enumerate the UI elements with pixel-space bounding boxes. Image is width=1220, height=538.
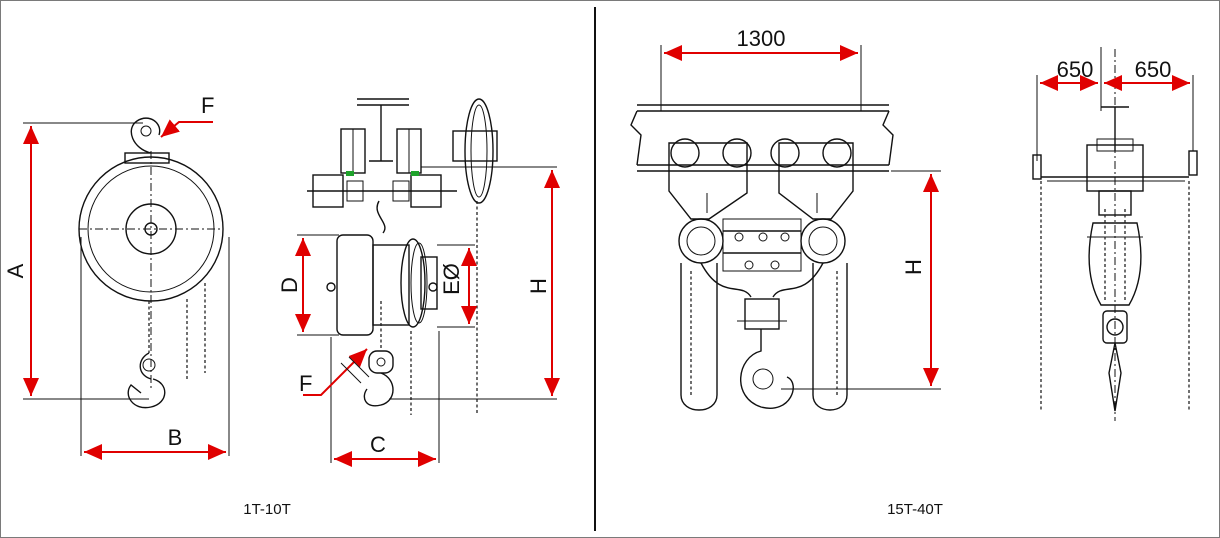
large-hoist-side-view (1032, 49, 1198, 421)
trolley-hoist-side-view (307, 98, 498, 463)
dimension-1300-label: 1300 (737, 26, 786, 51)
dimension-650-left-label: 650 (1057, 57, 1094, 82)
dimension-f-bottom-label: F (299, 371, 312, 396)
dimension-f-bottom-leader (303, 348, 368, 396)
dimension-e-label: EØ (439, 263, 464, 295)
dimension-c-label: C (370, 432, 386, 457)
dimension-h-left-label: H (526, 278, 551, 294)
large-hoist-front-view (630, 104, 894, 411)
dimension-f-top-label: F (201, 93, 214, 118)
dimension-a-label: A (3, 263, 28, 278)
hoist-front-view (78, 117, 230, 456)
dimension-d-label: D (277, 277, 302, 293)
dimension-650-right-label: 650 (1135, 57, 1172, 82)
caption-1t-10t: 1T-10T (243, 501, 291, 518)
dimension-f-top-leader (160, 119, 213, 138)
dimension-h-right-label: H (901, 259, 926, 275)
dimension-b-label: B (168, 425, 183, 450)
caption-15t-40t: 15T-40T (887, 501, 943, 518)
